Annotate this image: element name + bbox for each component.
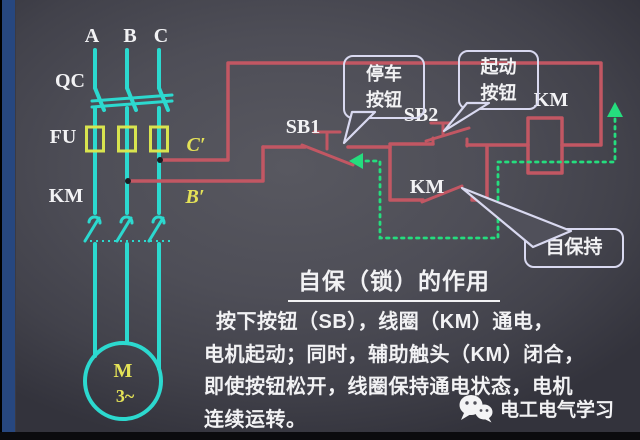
callout-stop-button: 停车 按钮 (343, 55, 425, 119)
phase-label-b: B (123, 25, 137, 47)
stop-button-label-sb1: SB1 (285, 116, 321, 138)
motor-letter: M (113, 360, 133, 382)
motor-phase-label: 3~ (115, 386, 135, 406)
switch-label-qc: QC (55, 70, 85, 92)
wechat-icon (459, 395, 493, 423)
callout-start-button: 起动 按钮 (458, 50, 539, 110)
node-label-b-prime: B′ (185, 186, 205, 208)
left-edge-strip (0, 0, 16, 440)
km-main-contacts-icon (83, 215, 172, 243)
bottom-edge-strip (0, 432, 640, 440)
callout-selfhold: 自保持 (524, 228, 624, 268)
junction-dot-c (157, 157, 163, 163)
fuse-icons (85, 125, 169, 153)
power-circuit (83, 48, 174, 421)
slide-title: 自保（锁）的作用 (288, 262, 500, 302)
node-label-c-prime: C′ (186, 134, 206, 156)
explanation-line-2: 电机起动；同时，辅助触头（KM）闭合， (204, 343, 585, 366)
flow-arrow-up-icon (607, 102, 623, 117)
callout-selfhold-text: 自保持 (545, 237, 603, 259)
watermark: 电工电气学习 (458, 393, 614, 423)
flow-arrow-left-icon (349, 153, 363, 169)
explanation-line-1: 按下按钮（SB），线圈（KM）通电， (216, 311, 554, 333)
contactor-label-km: KM (48, 185, 84, 207)
km-coil-icon (526, 116, 564, 175)
phase-label-a: A (84, 25, 100, 47)
fuse-label-fu: FU (49, 126, 77, 148)
sb1-stop-button-icon (261, 130, 392, 167)
watermark-text: 电工电气学习 (500, 399, 615, 421)
callout-stop-line2: 按钮 (366, 90, 402, 110)
aux-contact-label-km: KM (409, 176, 445, 198)
callout-start-line2: 按钮 (480, 83, 517, 103)
phase-label-c: C (153, 25, 169, 47)
explanation-line-4: 连续运转。 (204, 408, 307, 431)
explanation-paragraph: 按下按钮（SB），线圈（KM）通电， 电机起动；同时，辅助触头（KM）闭合， 即… (204, 306, 640, 436)
coil-label-km: KM (533, 89, 569, 111)
explanation-line-3: 即使按钮松开，线圈保持通电状态，电机 (204, 376, 573, 398)
motor-symbol (83, 341, 163, 421)
callout-start-line1: 起动 (480, 56, 517, 77)
callout-stop-line1: 停车 (366, 63, 402, 84)
junction-dot-b (125, 178, 131, 184)
